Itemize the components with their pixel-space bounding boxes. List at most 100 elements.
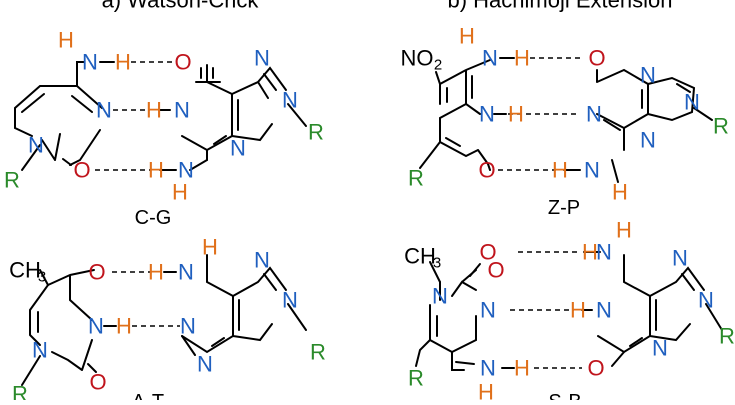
- atom-r: R: [408, 366, 424, 391]
- atom-n: N: [197, 352, 213, 377]
- atom-n: N: [640, 128, 656, 153]
- pair-zp: NO 2 H N H O N H N N N N O H N H R R Z-P: [401, 24, 729, 220]
- atom-h: H: [582, 240, 598, 265]
- atom-n: N: [82, 50, 98, 75]
- thymine-double-bonds: [37, 311, 97, 373]
- label-cg: C-G: [135, 207, 172, 229]
- pair-at: CH 3 O H N H N H N N O N N N R R A-T: [9, 235, 326, 405]
- atom-n: N: [586, 102, 602, 127]
- atom-o: O: [487, 258, 504, 283]
- atom-o: O: [587, 356, 604, 381]
- p-double-bonds: [603, 83, 691, 131]
- adenine-ring: [181, 254, 287, 354]
- thymine-substituents: [21, 269, 49, 386]
- atom-n: N: [432, 284, 448, 309]
- atom-o: O: [478, 158, 495, 183]
- atom-o: O: [174, 50, 191, 75]
- atom-r: R: [308, 120, 324, 145]
- nitro-group: NO: [401, 46, 434, 71]
- atom-h: H: [172, 180, 188, 205]
- atom-r: R: [12, 382, 28, 401]
- methyl-group: CH: [9, 258, 41, 283]
- atom-n: N: [254, 46, 270, 71]
- s-double-bonds: [436, 263, 481, 365]
- atom-r: R: [4, 168, 20, 193]
- atom-h: H: [552, 158, 568, 183]
- atom-n: N: [596, 240, 612, 265]
- atom-n: N: [584, 158, 600, 183]
- atom-n: N: [178, 260, 194, 285]
- atom-n: N: [174, 98, 190, 123]
- atom-o: O: [479, 240, 496, 265]
- atom-r: R: [408, 166, 424, 191]
- guanine-substituents: [189, 103, 307, 171]
- atom-n: N: [254, 248, 270, 273]
- atom-n: N: [282, 88, 298, 113]
- atom-n: N: [672, 246, 688, 271]
- methyl-subscript: 3: [38, 269, 46, 286]
- atom-n: N: [480, 356, 496, 381]
- pair-cg: H N H O N H N N O H N H N N N R R C-G: [4, 28, 324, 230]
- adenine-substituents: [181, 303, 307, 356]
- label-sb: S-B: [548, 391, 581, 400]
- thymine-ring: [29, 269, 95, 371]
- atom-o: O: [588, 46, 605, 71]
- cytosine-substituents: [21, 61, 101, 171]
- atom-o: O: [89, 370, 106, 395]
- b-ring: [597, 254, 705, 354]
- atom-n: N: [698, 288, 714, 313]
- atom-n: N: [282, 288, 298, 313]
- atom-h: H: [478, 380, 494, 401]
- z-substituents: [435, 71, 441, 85]
- b-double-bonds: [629, 273, 695, 347]
- label-at: A-T: [132, 391, 164, 400]
- atom-n: N: [88, 314, 104, 339]
- atom-n: N: [230, 136, 246, 161]
- atom-n: N: [640, 63, 656, 88]
- atom-h: H: [514, 46, 530, 71]
- guanine-double-bonds: [200, 67, 277, 145]
- b-substituents: [611, 303, 723, 367]
- atom-h: H: [148, 158, 164, 183]
- atom-h: H: [570, 298, 586, 323]
- methyl-group: CH: [404, 244, 436, 269]
- atom-h: H: [146, 98, 162, 123]
- atom-n: N: [178, 158, 194, 183]
- atom-o: O: [73, 158, 90, 183]
- atom-h: H: [459, 24, 475, 49]
- label-zp: Z-P: [548, 197, 580, 219]
- cytosine-double-bonds: [21, 93, 93, 166]
- atom-n: N: [652, 336, 668, 361]
- heading-watson-crick: a) Watson-Crick: [102, 0, 260, 13]
- atom-n: N: [684, 90, 700, 115]
- atom-n: N: [479, 102, 495, 127]
- atom-n: N: [96, 98, 112, 123]
- heading-hachimoji: b) Hachimoji Extension: [448, 0, 673, 13]
- methyl-subscript: 3: [433, 255, 441, 272]
- atom-h: H: [115, 50, 131, 75]
- atom-n: N: [32, 338, 48, 363]
- atom-h: H: [202, 235, 218, 260]
- p-ring: [596, 68, 696, 151]
- atom-h: H: [612, 180, 628, 205]
- atom-h: H: [514, 356, 530, 381]
- atom-h: H: [616, 218, 632, 243]
- atom-n: N: [180, 314, 196, 339]
- atom-r: R: [719, 324, 735, 349]
- atom-n: N: [596, 298, 612, 323]
- atom-h: H: [148, 260, 164, 285]
- cytosine-ring: [14, 85, 103, 161]
- atom-r: R: [713, 114, 729, 139]
- atom-n: N: [482, 46, 498, 71]
- atom-h: H: [58, 28, 74, 53]
- atom-n: N: [480, 298, 496, 323]
- adenine-double-bonds: [211, 273, 277, 347]
- p-substituents: [611, 107, 713, 183]
- s-substituents: [429, 261, 441, 283]
- nitro-subscript: 2: [434, 57, 442, 74]
- atom-h: H: [508, 102, 524, 127]
- atom-h: H: [116, 314, 132, 339]
- atom-n: N: [28, 133, 44, 158]
